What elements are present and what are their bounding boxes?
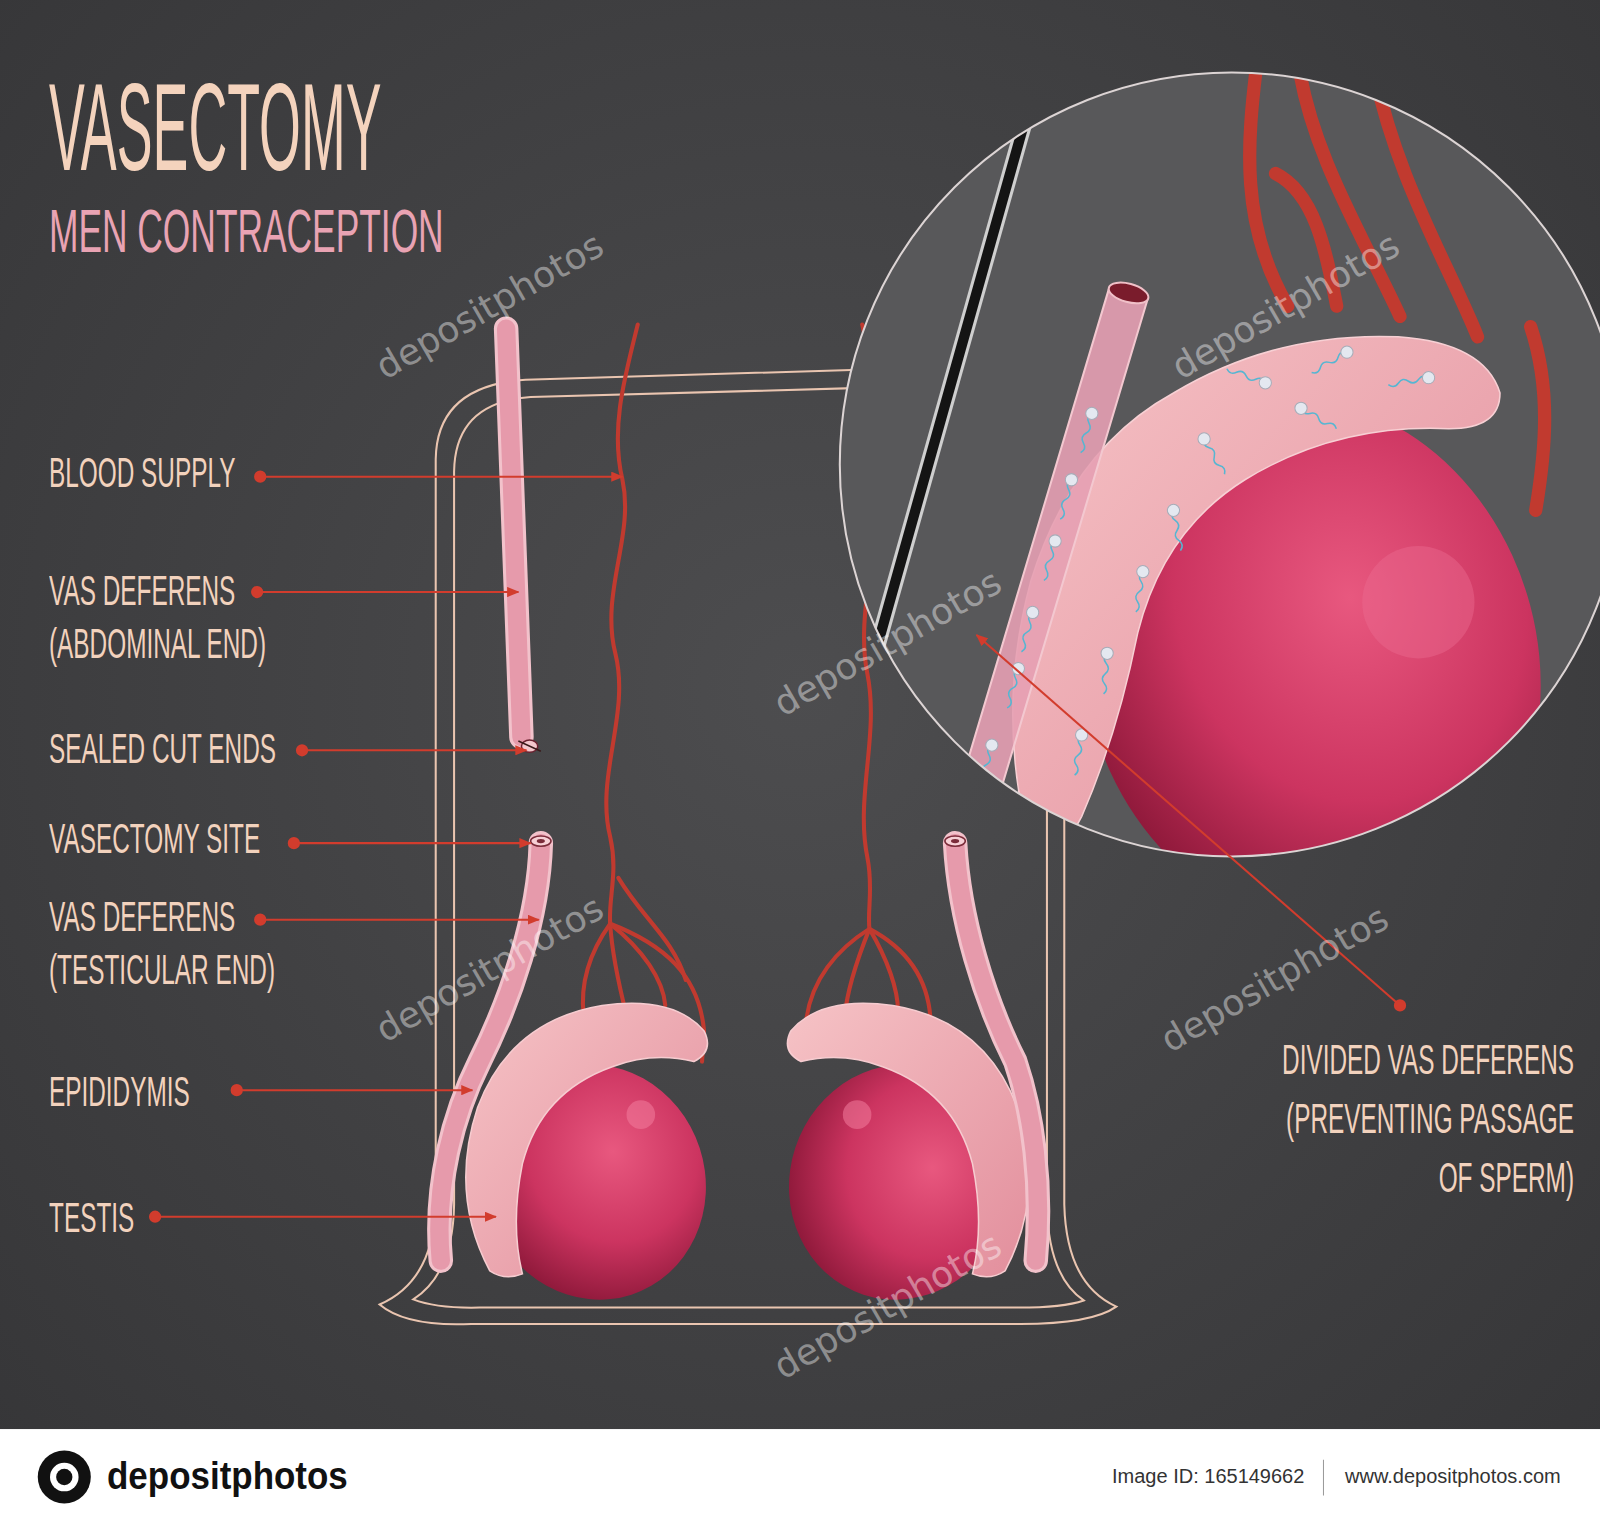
sperm-head [1065,474,1077,486]
sealed-end [518,740,965,846]
footer-bar [0,1429,1600,1525]
sperm-head [1027,606,1039,618]
separator [1323,1460,1324,1496]
subtitle: MEN CONTRACEPTION [49,196,444,266]
part-label: VAS DEFERENS (ABDOMINAL END) [49,564,304,670]
sperm-head [1137,565,1149,577]
epididymis [466,1003,1029,1277]
sperm-head [1341,346,1353,358]
part-label: DIVIDED VAS DEFERENS (PREVENTING PASSAGE… [1272,1030,1574,1207]
sperm-head [973,790,985,802]
magnifier-border [840,72,1600,856]
sperm-head [957,836,969,848]
image-id: Image ID: 165149662 [1112,1464,1304,1488]
sperm-head [1049,535,1061,547]
sperm-head [986,739,998,751]
site-url: www.depositphotos.com [1345,1464,1561,1488]
diagram-title: VASECTOMY [49,62,382,192]
sperm-head [1198,433,1210,445]
sperm-head [1259,377,1271,389]
part-label: SEALED CUT ENDS [49,722,276,775]
sperm-tail [968,796,979,835]
sperm-head [1086,407,1098,419]
part-label: TESTIS [49,1191,134,1244]
part-label: VAS DEFERENS (TESTICULAR END) [49,890,304,996]
sperm-head [1422,372,1434,384]
sperm-head [1167,504,1179,516]
magnified-view [855,61,1599,980]
part-label: VASECTOMY SITE [49,812,260,865]
logo-text: depositphotos [107,1454,348,1498]
camera-icon [38,1450,91,1503]
part-label: EPIDIDYMIS [49,1065,190,1118]
part-label: BLOOD SUPPLY [49,446,235,499]
sperm-head [1295,402,1307,414]
sperm-tail [952,842,963,881]
sperm-head [1101,647,1113,659]
leader-lines [150,472,1405,1222]
